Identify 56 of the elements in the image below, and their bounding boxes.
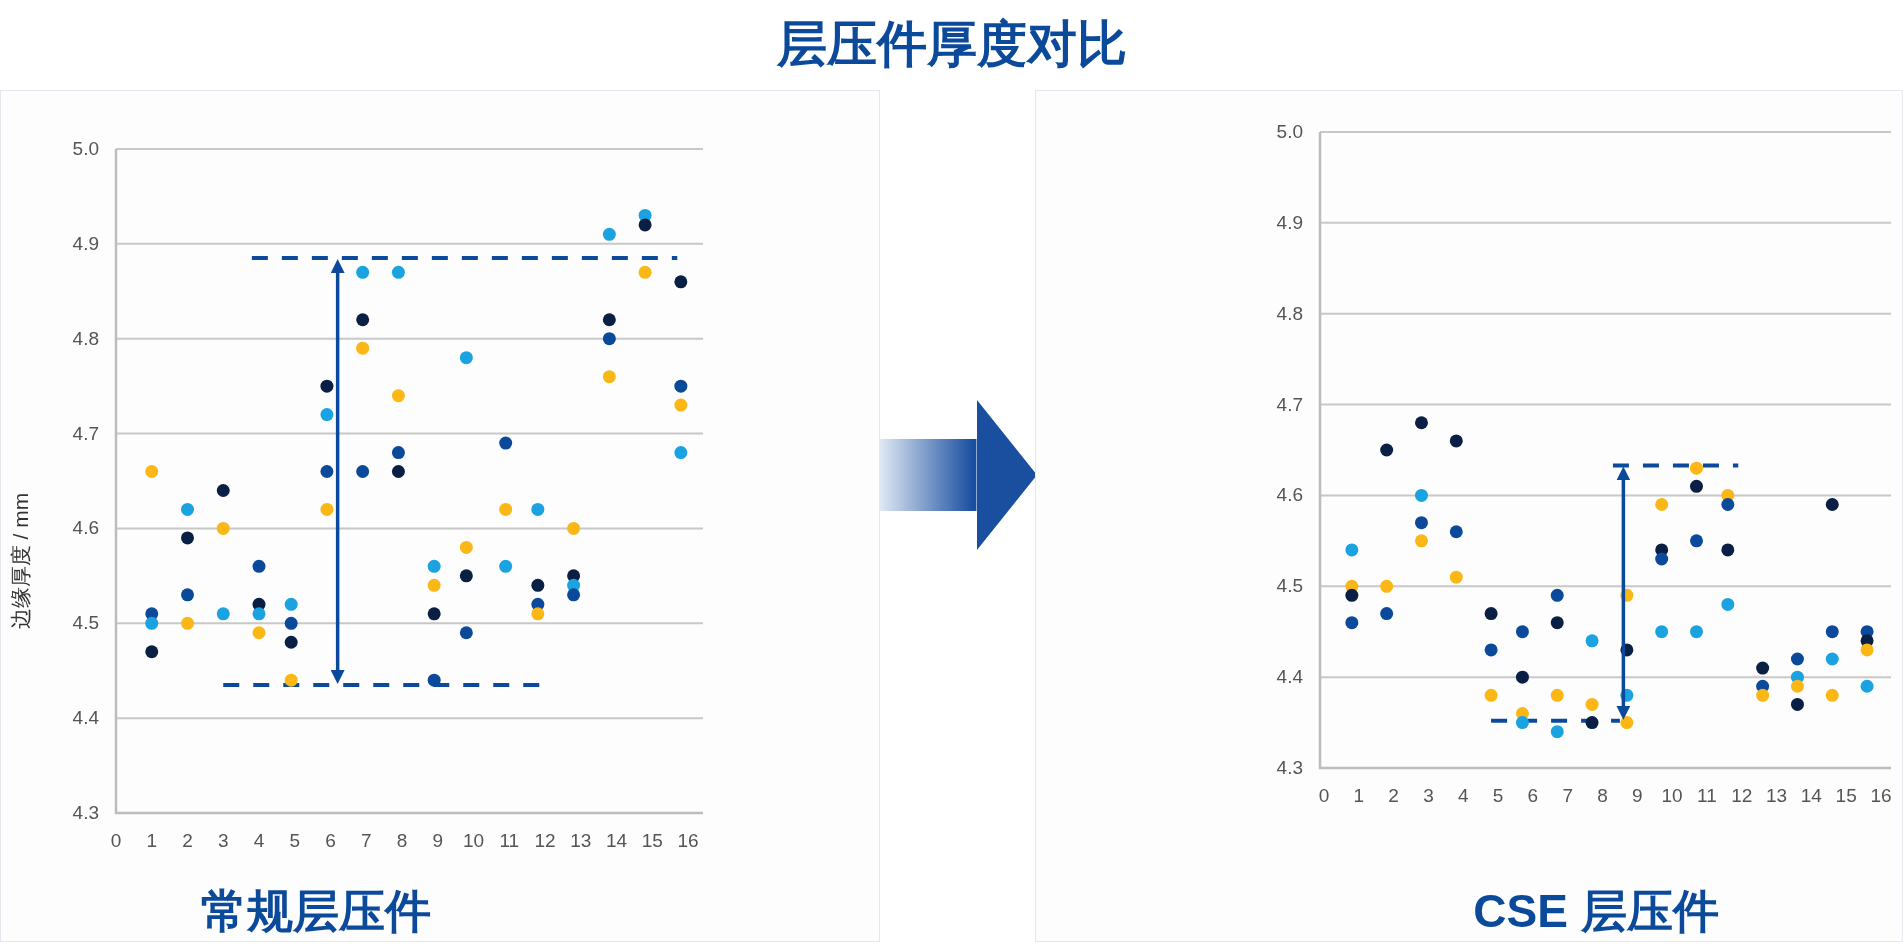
axis-tick-label: 14 xyxy=(605,830,628,851)
axis-tick-label: 4.3 xyxy=(72,802,99,823)
axis-tick-label: 15 xyxy=(641,830,663,851)
axis-tick-label: 5 xyxy=(1492,785,1504,806)
axis-tick-label: 3 xyxy=(217,830,229,851)
chart-caption: 常规层压件 xyxy=(201,885,431,937)
axis-tick-label: 11 xyxy=(1697,785,1717,806)
axis-tick-label: 15 xyxy=(1835,785,1857,806)
axis-tick-label: 5.0 xyxy=(1276,121,1303,142)
axis-tick-label: 5.0 xyxy=(72,138,99,159)
axis-tick-label: 14 xyxy=(1800,785,1822,806)
axis-tick-label: 16 xyxy=(677,830,699,851)
axis-tick-label: 11 xyxy=(499,830,520,851)
axis-tick-label: 4.7 xyxy=(72,422,99,444)
axis-tick-label: 4.9 xyxy=(72,232,99,254)
axis-tick-label: 4.6 xyxy=(1276,484,1303,506)
axis-tick-label: 0 xyxy=(1318,785,1330,806)
axis-tick-label: 4.6 xyxy=(72,517,99,539)
axis-tick-label: 4.8 xyxy=(72,327,99,349)
axis-tick-label: 2 xyxy=(182,830,193,851)
axis-tick-label: 2 xyxy=(1388,785,1399,806)
axis-tick-label: 4.4 xyxy=(72,707,99,729)
axis-tick-label: 4.7 xyxy=(1276,393,1303,415)
axis-tick-label: 4.4 xyxy=(1276,666,1303,688)
axis-tick-label: 9 xyxy=(432,830,444,851)
axis-tick-label: 4.5 xyxy=(1276,575,1303,597)
chart-title: 层压件厚度对比 xyxy=(776,16,1127,72)
axis-tick-label: 16 xyxy=(1870,785,1892,806)
axis-tick-label: 13 xyxy=(570,830,592,851)
axis-tick-label: 6 xyxy=(325,830,336,851)
axis-tick-label: 1 xyxy=(146,830,158,851)
axis-tick-label: 6 xyxy=(1527,785,1539,806)
chart-panel xyxy=(0,90,880,942)
axis-tick-label: 4 xyxy=(1457,785,1469,806)
axis-tick-label: 10 xyxy=(462,830,485,851)
axis-tick-label: 8 xyxy=(1597,785,1608,806)
axis-tick-label: 8 xyxy=(396,830,408,851)
chart-panel xyxy=(1035,90,1903,942)
axis-tick-label: 7 xyxy=(1562,785,1573,806)
axis-tick-label: 4.9 xyxy=(1276,211,1303,233)
axis-tick-label: 4.8 xyxy=(1276,302,1303,324)
axis-tick-label: 13 xyxy=(1766,785,1788,806)
axis-tick-label: 12 xyxy=(1731,785,1753,806)
axis-tick-label: 5 xyxy=(289,830,301,851)
axis-tick-label: 0 xyxy=(110,830,122,851)
axis-tick-label: 1 xyxy=(1353,785,1365,806)
axis-tick-label: 10 xyxy=(1661,785,1683,806)
chart-caption: CSE 层压件 xyxy=(1473,885,1719,937)
axis-tick-label: 3 xyxy=(1423,785,1434,806)
axis-tick-label: 4.3 xyxy=(1276,757,1303,778)
axis-title: 边缘厚度 / mm xyxy=(9,492,32,630)
axis-tick-label: 12 xyxy=(534,830,556,851)
axis-tick-label: 4 xyxy=(253,830,265,851)
axis-tick-label: 9 xyxy=(1632,785,1643,806)
axis-tick-label: 4.5 xyxy=(72,612,99,634)
axis-tick-label: 7 xyxy=(360,830,372,851)
